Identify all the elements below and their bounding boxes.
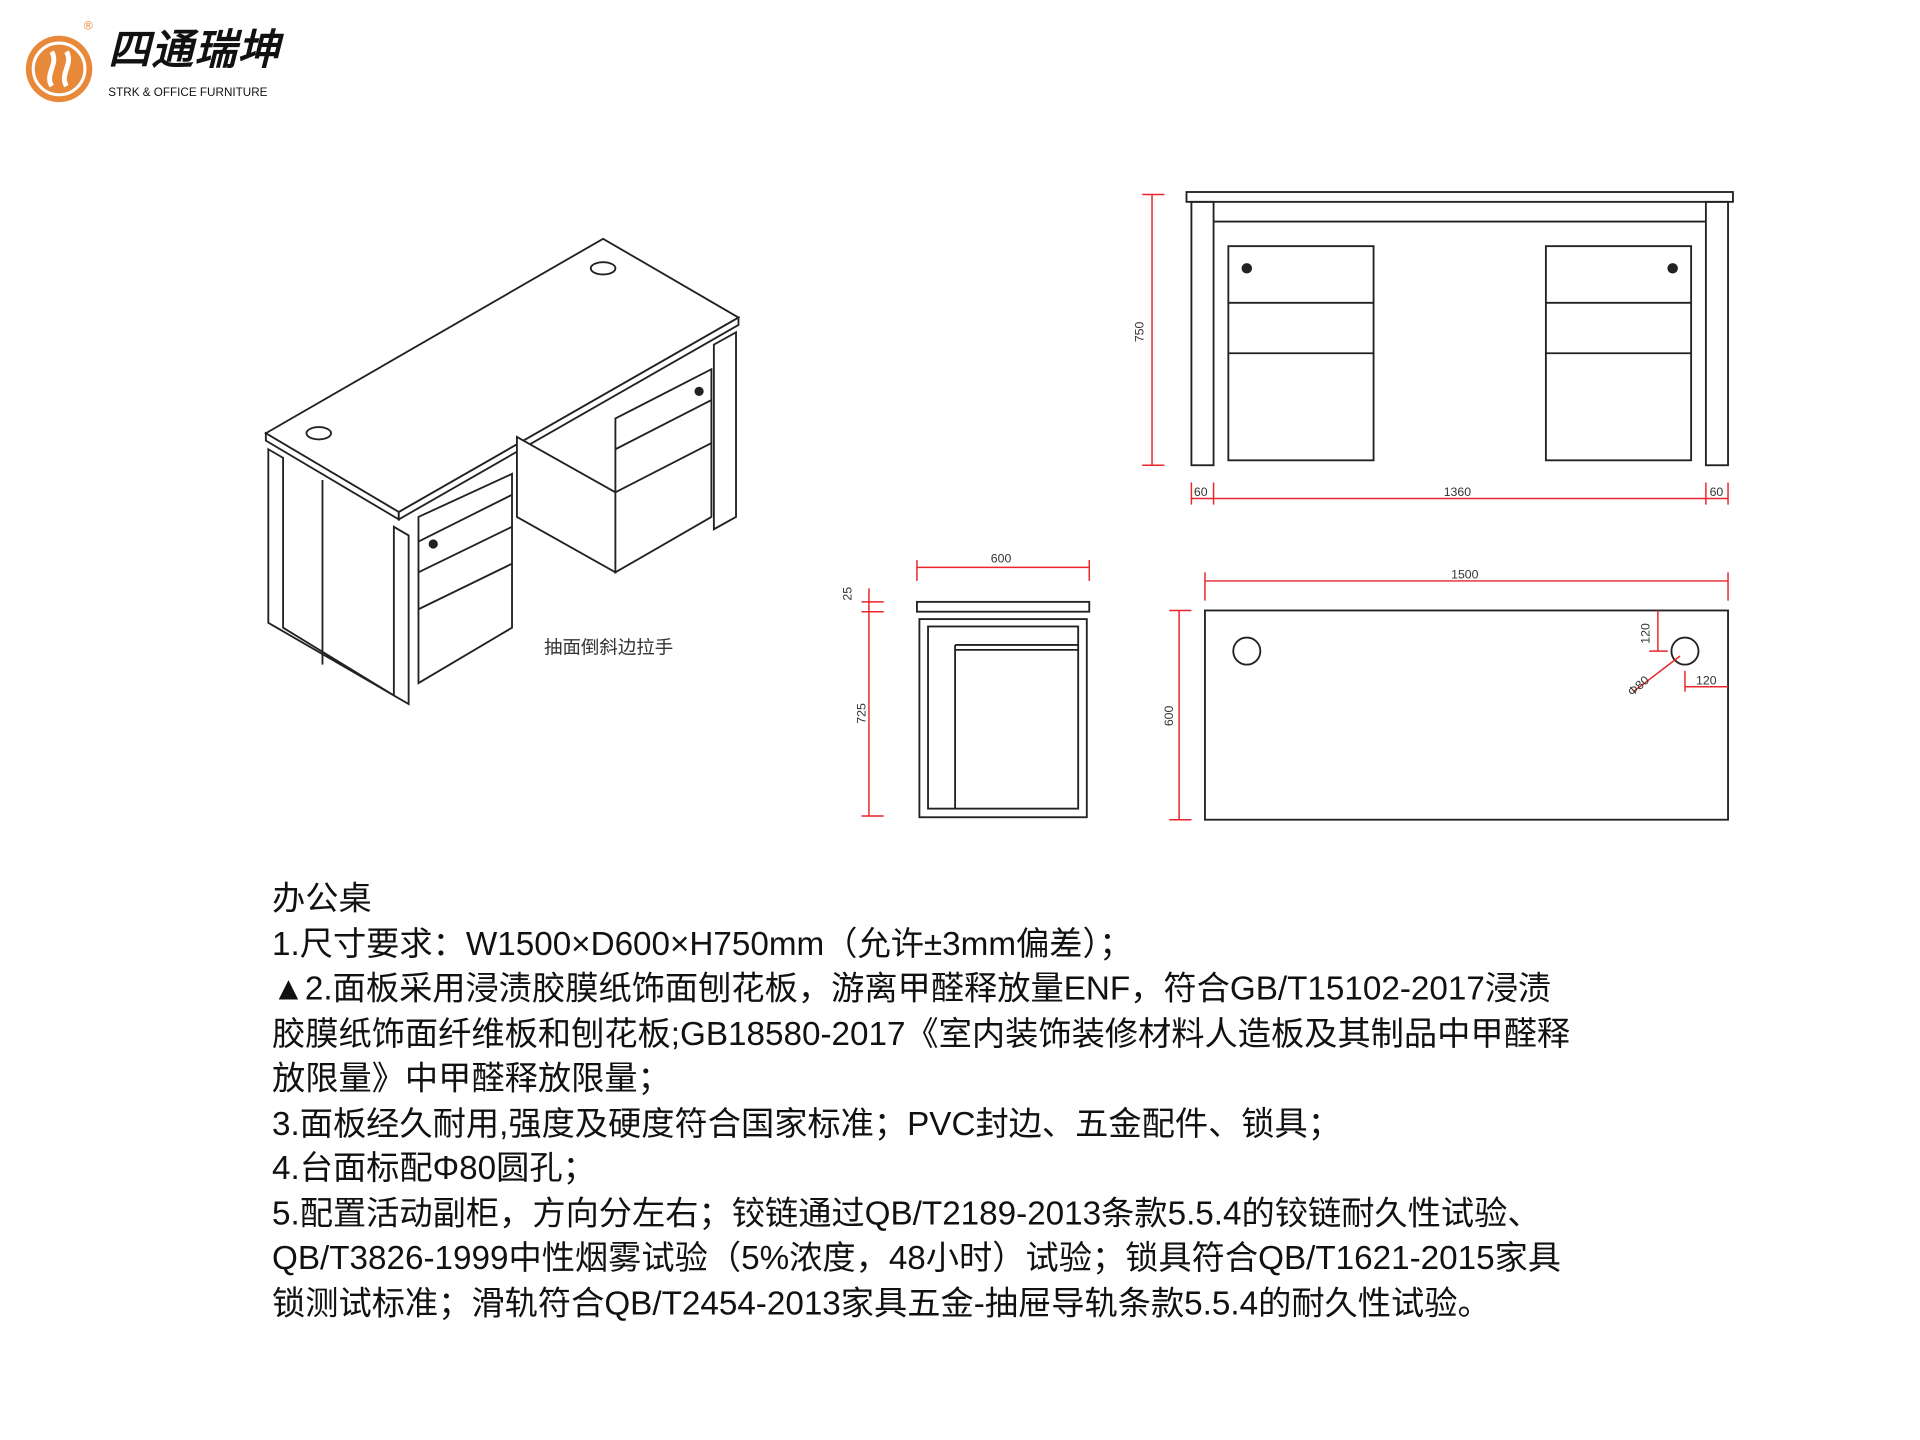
- spec-line: 4.台面标配Φ80圆孔；: [272, 1149, 596, 1187]
- spec-line: 1.尺寸要求：W1500×D600×H750mm（允许±3mm偏差）；: [272, 924, 1133, 962]
- cable-hole-left: [1232, 636, 1262, 666]
- dim-depth-600: 600: [991, 551, 1012, 565]
- spec-line: ▲2.面板采用浸渍胶膜纸饰面刨花板，游离甲醛释放量ENF，符合GB/T15102…: [272, 969, 1552, 1007]
- spec-line: 5.配置活动副柜，方向分左右；铰链通过QB/T2189-2013条款5.5.4的…: [272, 1194, 1541, 1232]
- spec-line: 胶膜纸饰面纤维板和刨花板;GB18580-2017《室内装饰装修材料人造板及其制…: [272, 1014, 1571, 1052]
- dim-left-60: 60: [1194, 485, 1208, 499]
- spec-line: 放限量》中甲醛释放限量；: [272, 1059, 671, 1097]
- dim-depth-600-top: 600: [1162, 705, 1176, 726]
- spec-line: QB/T3826-1999中性烟雾试验（5%浓度，48小时）试验；锁具符合QB/…: [272, 1239, 1562, 1277]
- dim-hole-diameter: Φ80: [1625, 673, 1652, 699]
- spec-line: 锁测试标准；滑轨符合QB/T2454-2013家具五金-抽屉导轨条款5.5.4的…: [272, 1284, 1491, 1322]
- handle-annotation: 抽面倒斜边拉手: [544, 638, 673, 659]
- technical-drawings: 抽面倒斜边拉手 750 60 1360 60: [264, 191, 1734, 821]
- cable-hole-right: [1670, 636, 1700, 666]
- brand-name-en: STRK & OFFICE FURNITURE: [108, 86, 268, 100]
- spec-title: 办公桌: [272, 880, 372, 917]
- dim-right-60: 60: [1710, 485, 1724, 499]
- isometric-view: 抽面倒斜边拉手: [264, 237, 741, 706]
- top-view: 1500 600 120 120 Φ80: [1162, 567, 1729, 821]
- dim-middle-1360: 1360: [1444, 485, 1472, 499]
- dim-height-750: 750: [1132, 321, 1146, 342]
- dim-leg-725: 725: [854, 703, 868, 724]
- side-view: 600 25 725: [841, 551, 1091, 819]
- dim-hole-offset-x: 120: [1696, 673, 1717, 687]
- specification-text: 办公桌 1.尺寸要求：W1500×D600×H750mm（允许±3mm偏差）； …: [272, 876, 1570, 1325]
- registered-mark: ®: [83, 19, 93, 34]
- dim-top-25: 25: [841, 587, 855, 601]
- logo: ® 四通瑞坤 STRK & OFFICE FURNITURE: [19, 19, 313, 109]
- brand-name-cn: 四通瑞坤: [108, 25, 281, 76]
- front-view: 750 60 1360 60: [1132, 191, 1734, 505]
- spec-line: 3.面板经久耐用,强度及硬度符合国家标准；PVC封边、五金配件、锁具；: [272, 1104, 1342, 1142]
- dim-hole-offset-y: 120: [1638, 623, 1652, 644]
- logo-mark-icon: [25, 35, 93, 103]
- dim-width-1500: 1500: [1451, 567, 1479, 581]
